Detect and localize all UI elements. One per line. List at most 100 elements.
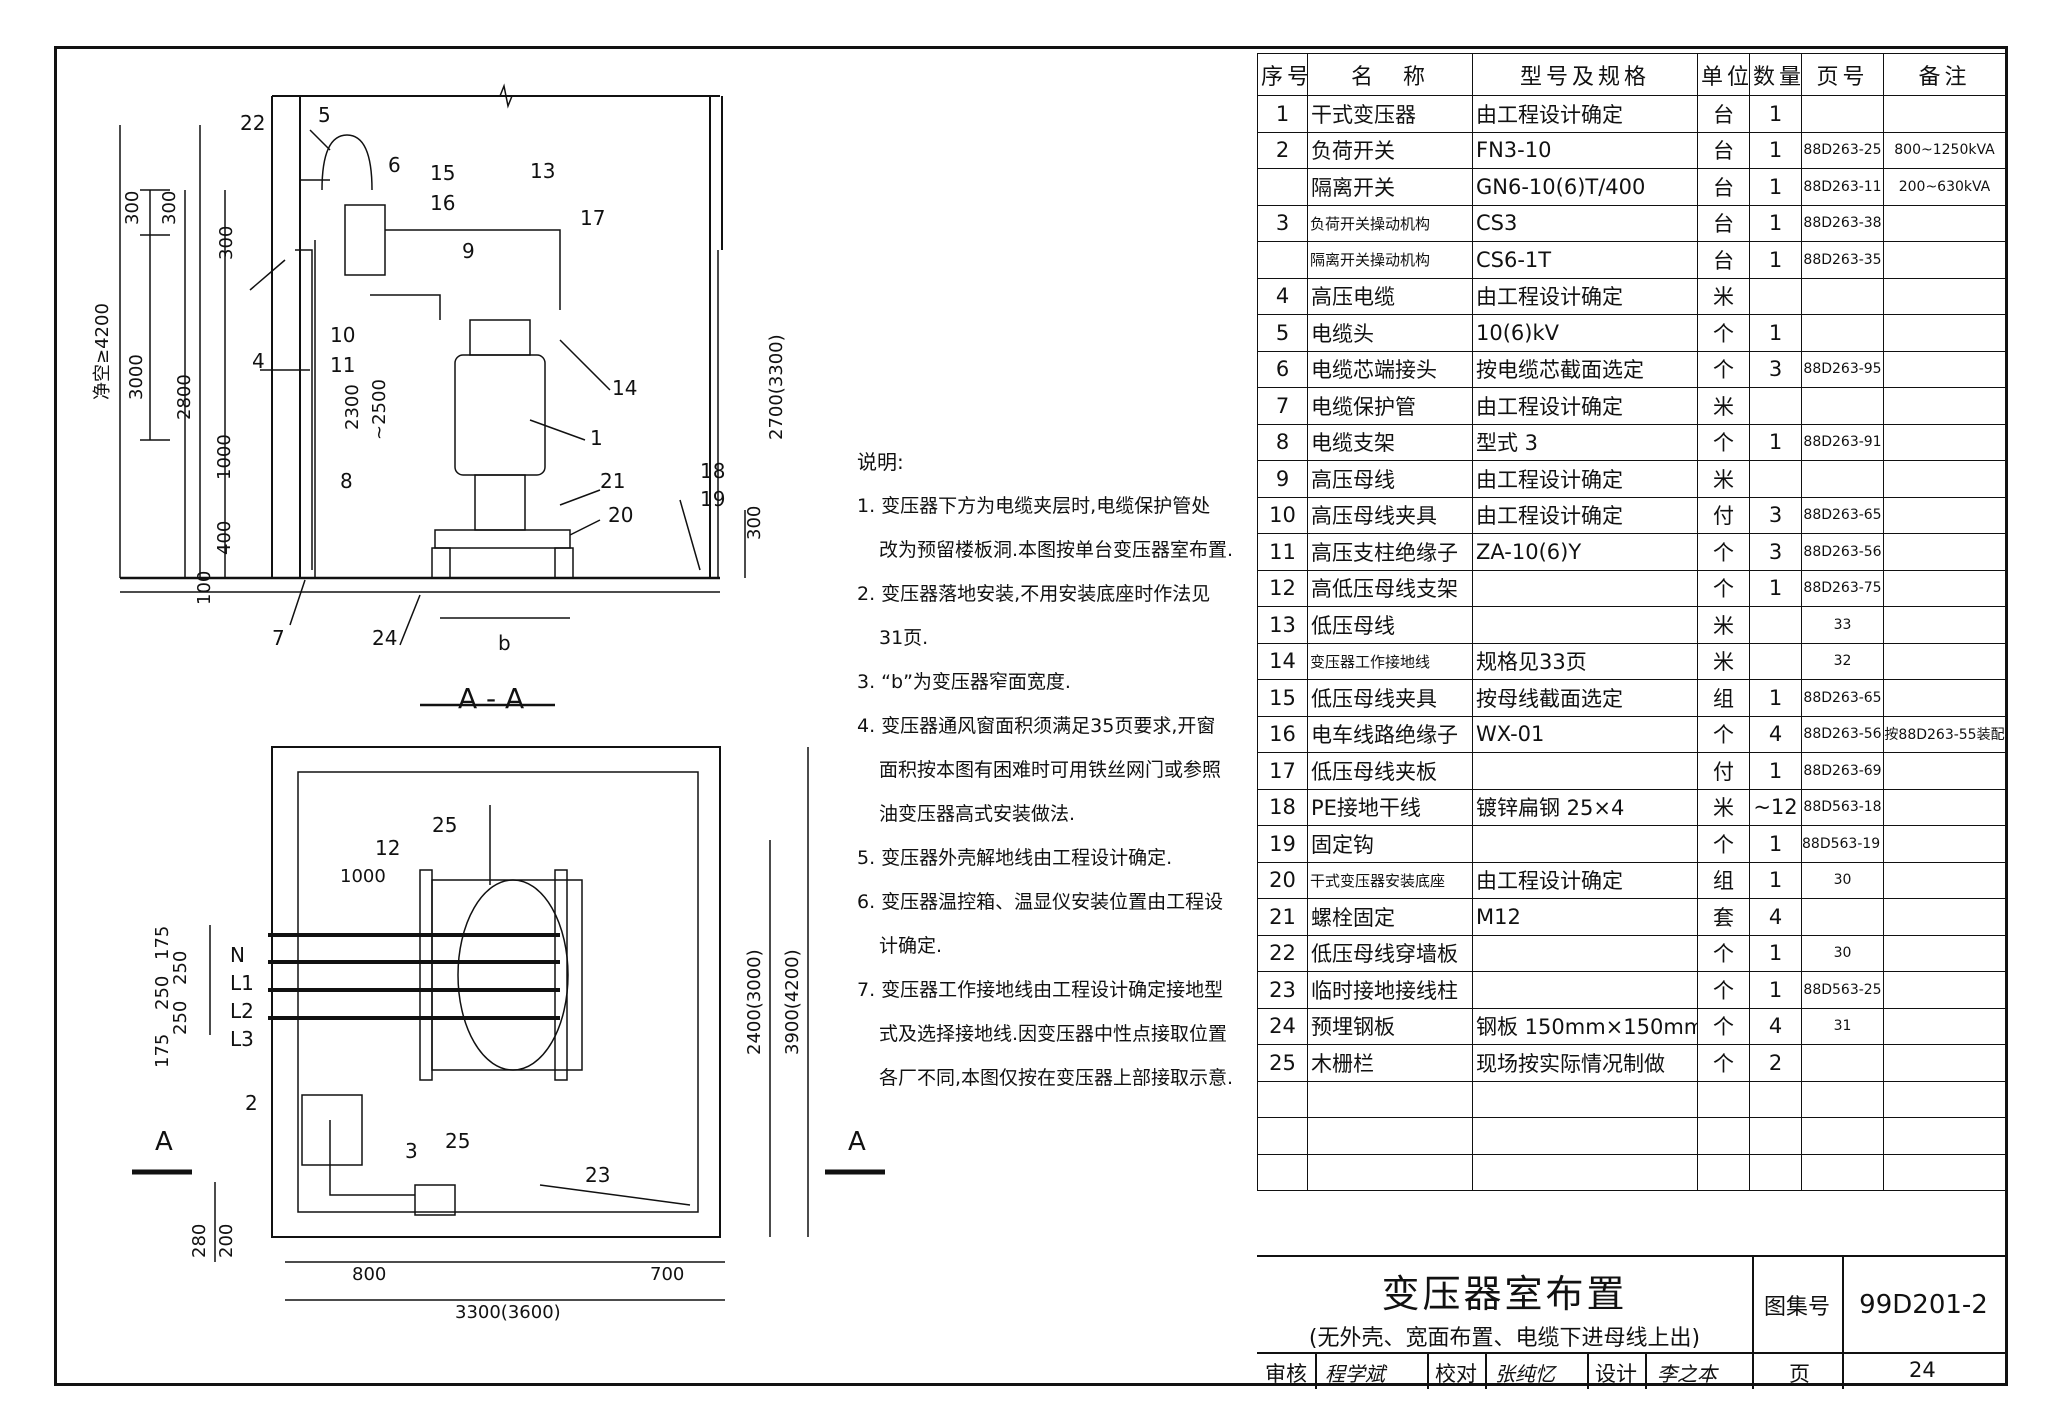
cell-page: 30 <box>1801 934 1884 972</box>
dim-b: b <box>498 631 511 655</box>
plan-dim-700: 700 <box>650 1264 684 1285</box>
dim-2300: 2300 <box>342 384 363 430</box>
plan-dim-250a: 250 <box>170 951 191 985</box>
dim-100: 100 <box>194 571 215 605</box>
cell-remark <box>1883 642 2006 680</box>
cell-qty: 1 <box>1749 971 1802 1009</box>
atlas-code: 99D201-2 <box>1859 1289 1988 1320</box>
cell-page: 88D563-18 <box>1801 788 1884 826</box>
plan-dim-175b: 175 <box>152 1034 173 1068</box>
plan-callout-25b: 25 <box>445 1129 470 1153</box>
cell-unit: 个 <box>1697 423 1750 461</box>
dim-2700: 2700(3300) <box>766 334 787 440</box>
cell-page <box>1801 898 1884 936</box>
cell-unit: 米 <box>1697 387 1750 425</box>
cell-remark <box>1883 314 2006 352</box>
cell-no <box>1257 1080 1308 1118</box>
cell-remark <box>1883 861 2006 899</box>
cell-spec <box>1472 971 1698 1009</box>
cell-remark <box>1883 387 2006 425</box>
cell-qty: 1 <box>1749 679 1802 717</box>
plan-dim-3300: 3300(3600) <box>455 1302 561 1323</box>
cell-page <box>1801 460 1884 498</box>
cell-unit: 米 <box>1697 277 1750 315</box>
cell-spec <box>1472 934 1698 972</box>
cell-name <box>1307 1080 1473 1118</box>
cell-page: 88D263-25 <box>1801 131 1884 169</box>
cell-qty <box>1749 642 1802 680</box>
note-line: 油变压器高式安装做法. <box>879 803 1076 825</box>
cell-qty: 4 <box>1749 898 1802 936</box>
cell-no: 4 <box>1257 277 1308 315</box>
cell-page <box>1801 277 1884 315</box>
cell-qty: 1 <box>1749 204 1802 242</box>
cell-no: 25 <box>1257 1044 1308 1082</box>
cell-unit: 付 <box>1697 752 1750 790</box>
callout-22: 22 <box>240 111 265 135</box>
cell-unit: 台 <box>1697 95 1750 133</box>
dim-2500: ~2500 <box>369 379 390 440</box>
cell-unit: 付 <box>1697 496 1750 534</box>
cell-no: 17 <box>1257 752 1308 790</box>
callout-20: 20 <box>608 503 633 527</box>
cell-name: 隔离开关操动机构 <box>1307 241 1473 279</box>
cell-name: 低压母线夹板 <box>1307 752 1473 790</box>
callout-8: 8 <box>340 469 353 493</box>
cell-qty: 1 <box>1749 423 1802 461</box>
notes-section: 说明: 1. 变压器下方为电缆夹层时,电缆保护管处 改为预留楼板洞.本图按单台变… <box>857 440 1237 1100</box>
cell-spec: 型式 3 <box>1472 423 1698 461</box>
cell-unit: 个 <box>1697 350 1750 388</box>
col-header-unit: 单位 <box>1697 53 1750 96</box>
cell-qty: 1 <box>1749 825 1802 863</box>
cell-qty: 1 <box>1749 861 1802 899</box>
plan-dim-200: 200 <box>216 1224 237 1258</box>
review-label: 审核 <box>1265 1362 1307 1386</box>
cell-page: 88D263-65 <box>1801 679 1884 717</box>
cell-remark <box>1883 204 2006 242</box>
cell-spec: 由工程设计确定 <box>1472 460 1698 498</box>
dim-300a: 300 <box>122 191 143 225</box>
cell-unit <box>1697 1117 1750 1155</box>
section-label: A - A <box>458 682 524 715</box>
cell-remark <box>1883 241 2006 279</box>
callout-17: 17 <box>580 206 605 230</box>
cell-page: 88D263-56 <box>1801 715 1884 753</box>
cell-qty: 4 <box>1749 715 1802 753</box>
cell-qty: 1 <box>1749 314 1802 352</box>
cell-qty <box>1749 277 1802 315</box>
cell-name: 变压器工作接地线 <box>1307 642 1473 680</box>
cell-qty <box>1749 387 1802 425</box>
plan-callout-12: 12 <box>375 836 400 860</box>
cell-name: 电车线路绝缘子 <box>1307 715 1473 753</box>
cell-no <box>1257 241 1308 279</box>
cell-unit: 米 <box>1697 606 1750 644</box>
cell-remark <box>1883 1044 2006 1082</box>
cell-no: 21 <box>1257 898 1308 936</box>
bus-label-l3: L3 <box>230 1027 254 1051</box>
callout-11: 11 <box>330 353 355 377</box>
cell-qty: 1 <box>1749 95 1802 133</box>
dim-2800: 2800 <box>174 374 195 420</box>
cell-no: 7 <box>1257 387 1308 425</box>
cell-remark <box>1883 898 2006 936</box>
cell-spec: CS6-1T <box>1472 241 1698 279</box>
plan-dim-250b: 250 <box>152 976 173 1010</box>
cell-unit: 米 <box>1697 460 1750 498</box>
check-signature: 张纯忆 <box>1495 1362 1555 1386</box>
cell-remark <box>1883 934 2006 972</box>
drawing-frame <box>54 46 2008 1386</box>
col-header-no: 序号 <box>1257 53 1308 96</box>
cell-spec: 由工程设计确定 <box>1472 387 1698 425</box>
cell-no: 22 <box>1257 934 1308 972</box>
